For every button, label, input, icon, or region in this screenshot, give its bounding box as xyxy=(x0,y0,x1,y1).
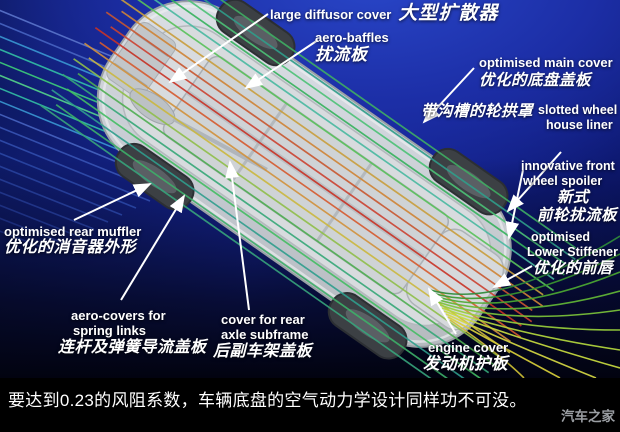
leader-subframe-cover xyxy=(225,160,250,311)
label-text-zh: 新式 xyxy=(557,188,590,206)
label-aero-covers-spring-links: aero-covers for spring links 连杆及弹簧导流盖板 xyxy=(58,308,207,358)
muffler-shape xyxy=(129,88,176,126)
leader-aero-covers xyxy=(120,194,186,301)
car-underbody-illustration xyxy=(0,0,620,378)
label-text-zh: 扰流板 xyxy=(315,45,368,65)
label-text-en: large diffusor cover xyxy=(270,7,392,22)
label-text-zh: 后副车架盖板 xyxy=(213,342,313,360)
diffusor-rib xyxy=(134,33,169,57)
car-underbody-photo: large diffusor cover 大型扩散器 aero-baffles … xyxy=(0,0,620,378)
label-text-en: optimised xyxy=(531,230,591,244)
label-slotted-wheel-house-liner: 带沟槽的轮拱罩 slotted wheel house liner xyxy=(421,103,617,133)
caption-text: 要达到0.23的风阻系数，车辆底盘的空气动力学设计同样功不可没。 xyxy=(8,391,527,410)
caption-bar: 要达到0.23的风阻系数，车辆底盘的空气动力学设计同样功不可没。 汽车之家 xyxy=(0,378,620,432)
label-text-zh: 优化的消音器外形 xyxy=(4,239,137,257)
leader-lines xyxy=(73,13,562,335)
label-text-en: engine cover xyxy=(428,340,509,355)
leader-baffles xyxy=(244,39,319,90)
leader-front-spoiler xyxy=(505,169,524,240)
label-text-zh: 发动机护板 xyxy=(423,355,508,374)
watermark-autohome: 汽车之家 xyxy=(561,409,615,424)
label-text-zh: 连杆及弹簧导流盖板 xyxy=(58,338,207,356)
label-text-en: house liner xyxy=(546,117,613,132)
wheel-hubs xyxy=(132,15,491,343)
label-engine-cover: engine cover 发动机护板 xyxy=(423,340,509,375)
label-text-zh: 前轮扰流板 xyxy=(537,206,618,224)
label-text-zh: 优化的底盘盖板 xyxy=(479,72,592,90)
label-innovative-front-wheel-spoiler: innovative front wheel spoiler 新式 前轮扰流板 xyxy=(521,159,617,225)
label-text-en: Lower Stiffener xyxy=(527,244,618,259)
leader-lower-stiffener xyxy=(492,265,533,288)
leader-engine-cover xyxy=(427,287,457,335)
car-group xyxy=(40,0,577,378)
label-optimised-lower-stiffener: optimised Lower Stiffener 优化的前唇 xyxy=(527,230,618,278)
label-text-en: spring links xyxy=(73,323,146,339)
label-optimised-main-cover: optimised main cover 优化的底盘盖板 xyxy=(479,55,613,91)
leader-diffusor xyxy=(168,13,269,84)
label-text-en: optimised main cover xyxy=(479,55,613,70)
leader-rear-muffler xyxy=(73,183,152,221)
front-fan-streamlines xyxy=(429,235,620,378)
leader-main-cover xyxy=(422,67,475,124)
diffusor-rib xyxy=(114,62,148,87)
label-text-en: axle subframe xyxy=(221,327,309,343)
label-aero-baffles: aero-baffles 扰流板 xyxy=(315,30,389,65)
label-text-en: slotted wheel xyxy=(538,103,618,117)
label-text-en: innovative front xyxy=(521,159,615,173)
label-text-en: aero-baffles xyxy=(315,30,389,45)
label-text-zh: 优化的前唇 xyxy=(533,259,614,277)
label-text-en: optimised rear muffler xyxy=(4,224,142,239)
label-text-en: cover for rear xyxy=(221,312,305,327)
label-cover-rear-axle-subframe: cover for rear axle subframe 后副车架盖板 xyxy=(213,312,312,362)
underbody-streamlines xyxy=(40,0,577,378)
label-text-en: aero-covers for xyxy=(71,308,166,323)
label-text-zh: 带沟槽的轮拱罩 xyxy=(421,103,534,120)
label-optimised-rear-muffler: optimised rear muffler 优化的消音器外形 xyxy=(4,224,141,258)
label-text-en: wheel spoiler xyxy=(523,173,603,188)
label-text-zh: 大型扩散器 xyxy=(398,3,499,24)
label-large-diffusor-cover: large diffusor cover 大型扩散器 xyxy=(270,3,498,25)
